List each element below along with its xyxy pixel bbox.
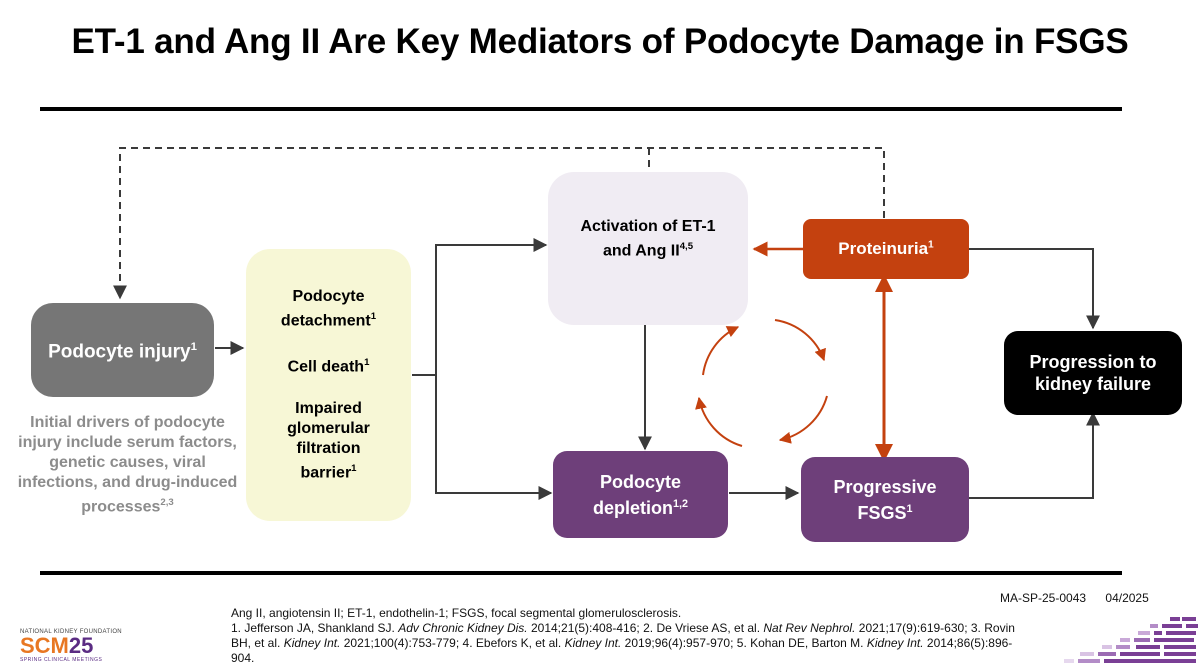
document-date: 04/2025 (1105, 591, 1149, 605)
arrow-proteinuria-to-failure (969, 248, 1100, 330)
podocyte-depletion-text: Podocyte depletion (592, 471, 682, 518)
reference-3: 3. Rovin BH, et al. Kidney Int. 2021;100… (231, 621, 1015, 650)
reference-2: 2. De Vriese AS, et al. Nat Rev Nephrol.… (643, 621, 968, 635)
mechanism-impaired-barrier: Impaired glomerular filtration barrier1 (287, 400, 370, 482)
mechanism-detachment: Podocyte detachment1 (280, 287, 377, 329)
kidney-failure-box: Progression to kidney failure (1004, 331, 1182, 415)
document-id: MA-SP-25-0043 (1000, 591, 1087, 605)
scm25-logo: NATIONAL KIDNEY FOUNDATION SCM25 SPRING … (20, 629, 135, 663)
activation-text: Activation of ET-1 and Ang II (580, 218, 716, 260)
progressive-fsgs-box: Progressive FSGS1 (801, 457, 969, 542)
flow-arrows (215, 238, 1100, 500)
proteinuria-sup: 1 (928, 239, 934, 251)
progressive-fsgs-text: Progressive FSGS (833, 476, 937, 523)
logo-name: SCM25 (20, 633, 94, 658)
podocyte-depletion-box: Podocyte depletion1,2 (553, 451, 728, 538)
logo-org: NATIONAL KIDNEY FOUNDATION (20, 629, 122, 635)
activation-box: Activation of ET-1 and Ang II4,5 (548, 172, 748, 325)
bottom-rule (40, 571, 1122, 575)
podocyte-depletion-sup: 1,2 (672, 497, 688, 510)
cycle-arrows (695, 319, 828, 447)
logo-tagline: SPRING CLINICAL MEETINGS (20, 657, 103, 663)
reference-1: 1. Jefferson JA, Shankland SJ. Adv Chron… (231, 621, 640, 635)
kidney-failure-text: Progression to kidney failure (1029, 352, 1157, 394)
decorative-pixel-graphic (1064, 617, 1198, 663)
arrow-to-activation (435, 238, 548, 375)
podocyte-injury-text: Podocyte injury (48, 341, 191, 363)
podocyte-injury-sup: 1 (190, 341, 197, 354)
activation-sup: 4,5 (679, 241, 694, 253)
top-rule (40, 107, 1122, 111)
podocyte-injury-box: Podocyte injury1 (31, 303, 214, 397)
reference-4: 4. Ebefors K, et al. Kidney Int. 2019;96… (462, 636, 734, 650)
slide-title: ET-1 and Ang II Are Key Mediators of Pod… (71, 22, 1129, 61)
reference-5: 5. Kohan DE, Barton M. Kidney Int. 2014;… (231, 636, 1013, 665)
reference-list: 1. Jefferson JA, Shankland SJ. Adv Chron… (231, 621, 1031, 666)
drivers-note-text: Initial drivers of podocyte injury inclu… (17, 414, 238, 516)
dashed-feedback-arrow (113, 147, 885, 300)
drivers-note-sup: 2,3 (160, 497, 174, 508)
mechanisms-box: Podocyte detachment1 Cell death1 Impaire… (246, 249, 411, 521)
document-code: MA-SP-25-0043 04/2025 (1000, 591, 1149, 605)
drivers-note: Initial drivers of podocyte injury inclu… (10, 413, 245, 517)
proteinuria-text: Proteinuria (838, 239, 929, 258)
mechanism-cell-death: Cell death1 (287, 356, 370, 376)
arrow-to-depletion (435, 375, 553, 500)
references: Ang II, angiotensin II; ET-1, endothelin… (231, 606, 1031, 666)
abbreviations: Ang II, angiotensin II; ET-1, endothelin… (231, 606, 682, 620)
progressive-fsgs-sup: 1 (906, 502, 913, 515)
arrow-fsgs-to-failure (969, 411, 1100, 499)
proteinuria-box: Proteinuria1 (803, 219, 969, 279)
